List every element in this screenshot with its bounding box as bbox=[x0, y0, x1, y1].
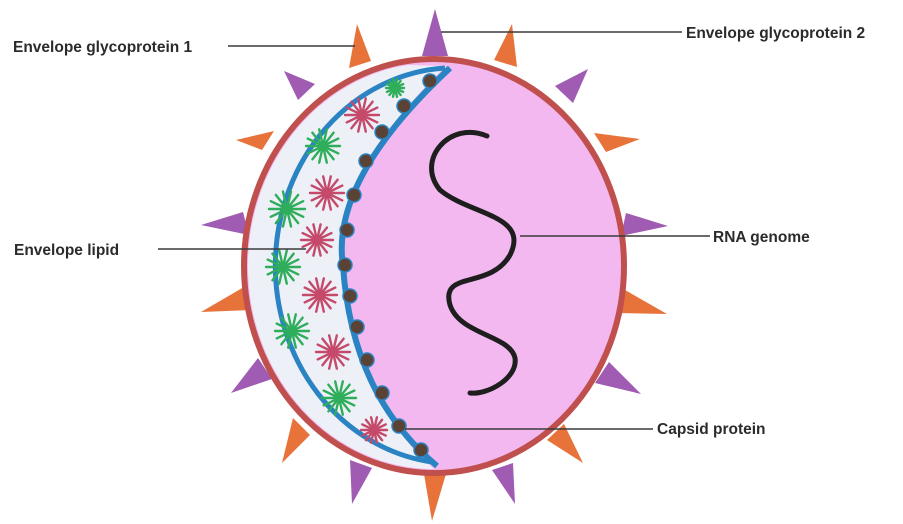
glycoprotein-2-spike bbox=[284, 71, 315, 100]
label-glycoprotein-1: Envelope glycoprotein 1 bbox=[13, 39, 193, 56]
capsid-protein-dot bbox=[423, 74, 437, 88]
glycoprotein-2-spike bbox=[555, 69, 588, 103]
capsid-protein-dot bbox=[360, 353, 374, 367]
capsid-protein-dot bbox=[375, 125, 389, 139]
label-capsid-protein: Capsid protein bbox=[657, 421, 766, 438]
capsid-protein-dot bbox=[392, 419, 406, 433]
capsid-protein-dot bbox=[343, 289, 357, 303]
capsid-protein-dot bbox=[338, 258, 352, 272]
glycoprotein-2-spike bbox=[621, 213, 668, 236]
capsid-protein-dot bbox=[347, 188, 361, 202]
label-glycoprotein-2: Envelope glycoprotein 2 bbox=[686, 25, 865, 42]
glycoprotein-1-spike bbox=[594, 133, 640, 152]
glycoprotein-2-spike bbox=[350, 460, 372, 504]
glycoprotein-1-spike bbox=[236, 131, 274, 150]
capsid-protein-dot bbox=[397, 99, 411, 113]
glycoprotein-1-spike bbox=[494, 24, 517, 67]
capsid-protein-dot bbox=[340, 223, 354, 237]
capsid-protein-dot bbox=[414, 443, 428, 457]
capsid-protein-dot bbox=[350, 320, 364, 334]
glycoprotein-2-spike bbox=[492, 463, 515, 504]
label-envelope-lipid: Envelope lipid bbox=[14, 242, 119, 259]
glycoprotein-1-spike bbox=[282, 418, 310, 463]
capsid-protein-dot bbox=[359, 154, 373, 168]
label-rna-genome: RNA genome bbox=[713, 229, 810, 246]
glycoprotein-2-spike bbox=[201, 212, 249, 235]
capsid-protein-dot bbox=[375, 386, 389, 400]
glycoprotein-1-spike bbox=[424, 474, 446, 521]
